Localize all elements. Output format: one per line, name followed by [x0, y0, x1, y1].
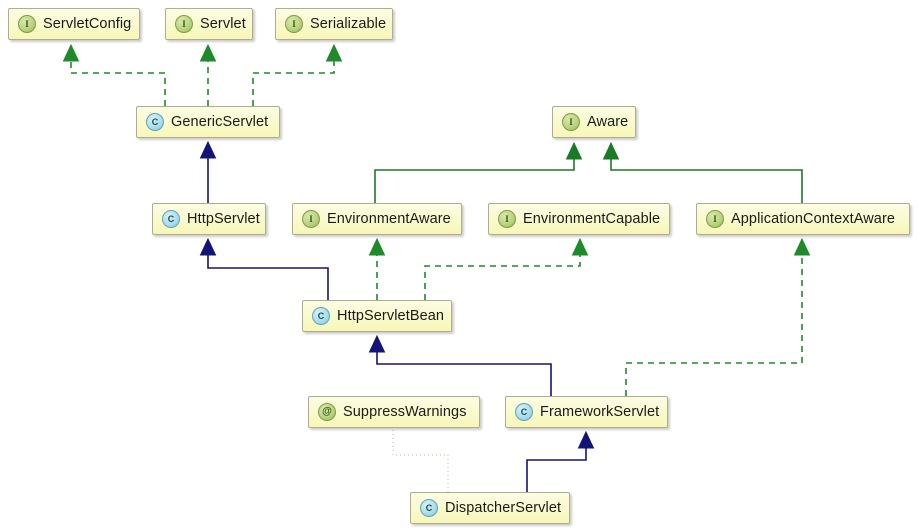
arrowhead [577, 430, 595, 449]
uml-node-httpservletbean[interactable]: C HttpServletBean [302, 300, 452, 332]
edge-httpservletbean-to-httpservlet [199, 237, 329, 300]
edge-genericservlet-to-servlet [199, 43, 217, 106]
edge-applicationcontextaware-to-aware [602, 141, 803, 203]
uml-node-servletconfig[interactable]: I ServletConfig [8, 8, 140, 40]
uml-node-aware[interactable]: I Aware [552, 106, 636, 138]
interface-icon: I [706, 210, 724, 228]
uml-node-applicationcontextaware[interactable]: I ApplicationContextAware [696, 203, 910, 235]
uml-node-environmentaware[interactable]: I EnvironmentAware [292, 203, 462, 235]
class-icon: C [146, 113, 164, 131]
edge-httpservlet-to-genericservlet [199, 140, 217, 203]
edge-genericservlet-to-serializable [252, 43, 343, 106]
annotation-icon: @ [318, 403, 336, 421]
edge-environmentaware-to-aware [374, 141, 583, 203]
edge-genericservlet-to-servletconfig [62, 43, 166, 106]
uml-node-label: HttpServlet [187, 211, 260, 227]
uml-node-serializable[interactable]: I Serializable [275, 8, 393, 40]
interface-icon: I [498, 210, 516, 228]
uml-node-label: Serializable [310, 16, 387, 32]
edge-dispatcherservlet-to-frameworkservlet [526, 430, 595, 492]
edge-frameworkservlet-to-httpservletbean [368, 334, 552, 396]
uml-node-label: EnvironmentCapable [523, 211, 661, 227]
interface-icon: I [175, 15, 193, 33]
uml-node-suppresswarnings[interactable]: @ SuppressWarnings [308, 396, 480, 428]
uml-node-frameworkservlet[interactable]: C FrameworkServlet [505, 396, 668, 428]
arrowhead [199, 43, 217, 62]
uml-node-label: Aware [587, 114, 629, 130]
uml-node-label: HttpServletBean [337, 308, 445, 324]
arrowhead [602, 141, 620, 160]
uml-node-label: ApplicationContextAware [731, 211, 896, 227]
uml-node-servlet[interactable]: I Servlet [165, 8, 253, 40]
interface-icon: I [562, 113, 580, 131]
arrowhead [565, 141, 583, 160]
arrowhead [368, 334, 386, 353]
arrowhead [325, 43, 343, 62]
uml-node-label: GenericServlet [171, 114, 269, 130]
uml-node-httpservlet[interactable]: C HttpServlet [152, 203, 266, 235]
arrowhead [199, 237, 217, 256]
class-icon: C [312, 307, 330, 325]
class-icon: C [162, 210, 180, 228]
uml-node-label: Servlet [200, 16, 246, 32]
uml-node-label: DispatcherServlet [445, 500, 562, 516]
edge-httpservletbean-to-environmentaware [368, 237, 386, 300]
interface-icon: I [285, 15, 303, 33]
uml-node-environmentcapable[interactable]: I EnvironmentCapable [488, 203, 670, 235]
arrowhead [571, 237, 589, 256]
edge-httpservletbean-to-environmentcapable [424, 237, 589, 300]
arrowhead [368, 237, 386, 256]
uml-node-dispatcherservlet[interactable]: C DispatcherServlet [410, 492, 570, 524]
class-icon: C [420, 499, 438, 517]
edge-dispatcherservlet-to-suppresswarnings [392, 430, 449, 492]
uml-node-label: SuppressWarnings [343, 404, 467, 420]
class-icon: C [515, 403, 533, 421]
interface-icon: I [302, 210, 320, 228]
uml-node-label: FrameworkServlet [540, 404, 660, 420]
arrowhead [793, 237, 811, 256]
uml-node-genericservlet[interactable]: C GenericServlet [136, 106, 280, 138]
uml-node-label: EnvironmentAware [327, 211, 451, 227]
interface-icon: I [18, 15, 36, 33]
edge-frameworkservlet-to-applicationcontextaware [625, 237, 811, 396]
uml-node-label: ServletConfig [43, 16, 132, 32]
arrowhead [199, 140, 217, 159]
arrowhead [62, 43, 80, 62]
